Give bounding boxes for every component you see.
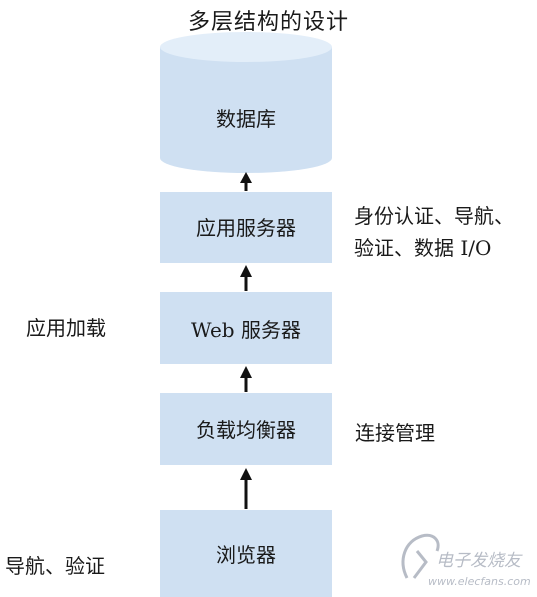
arrow-lb-to-web (240, 366, 252, 392)
watermark-url: www.elecfans.com (428, 575, 531, 588)
database-cylinder: 数据库 (160, 32, 332, 173)
load-balancer-label: 负载均衡器 (196, 418, 296, 442)
web-server-label: Web 服务器 (191, 318, 301, 342)
arrow-browser-to-lb (240, 468, 252, 509)
arrow-app-to-database (240, 172, 252, 191)
diagram-title: 多层结构的设计 (187, 10, 349, 35)
load-balancer-box: 负载均衡器 (160, 393, 332, 465)
app-server-box: 应用服务器 (160, 192, 332, 263)
arrow-web-to-app (240, 265, 252, 291)
load-balancer-annotation: 连接管理 (355, 421, 435, 445)
app-server-annotation: 身份认证、导航、 验证、数据 I/O (354, 200, 514, 264)
browser-box: 浏览器 (160, 510, 332, 597)
elecfans-watermark: 电子发烧友 www.elecfans.com (401, 533, 531, 588)
database-label: 数据库 (216, 107, 276, 131)
app-server-annotation-line2: 验证、数据 I/O (354, 236, 492, 260)
browser-annotation: 导航、验证 (5, 554, 105, 578)
web-server-annotation: 应用加载 (26, 316, 106, 340)
app-server-annotation-line1: 身份认证、导航、 (354, 204, 514, 228)
watermark-logo-icon (401, 533, 440, 579)
app-server-label: 应用服务器 (196, 216, 296, 240)
watermark-brand: 电子发烧友 (436, 551, 523, 571)
web-server-box: Web 服务器 (160, 292, 332, 364)
browser-label: 浏览器 (216, 543, 276, 567)
